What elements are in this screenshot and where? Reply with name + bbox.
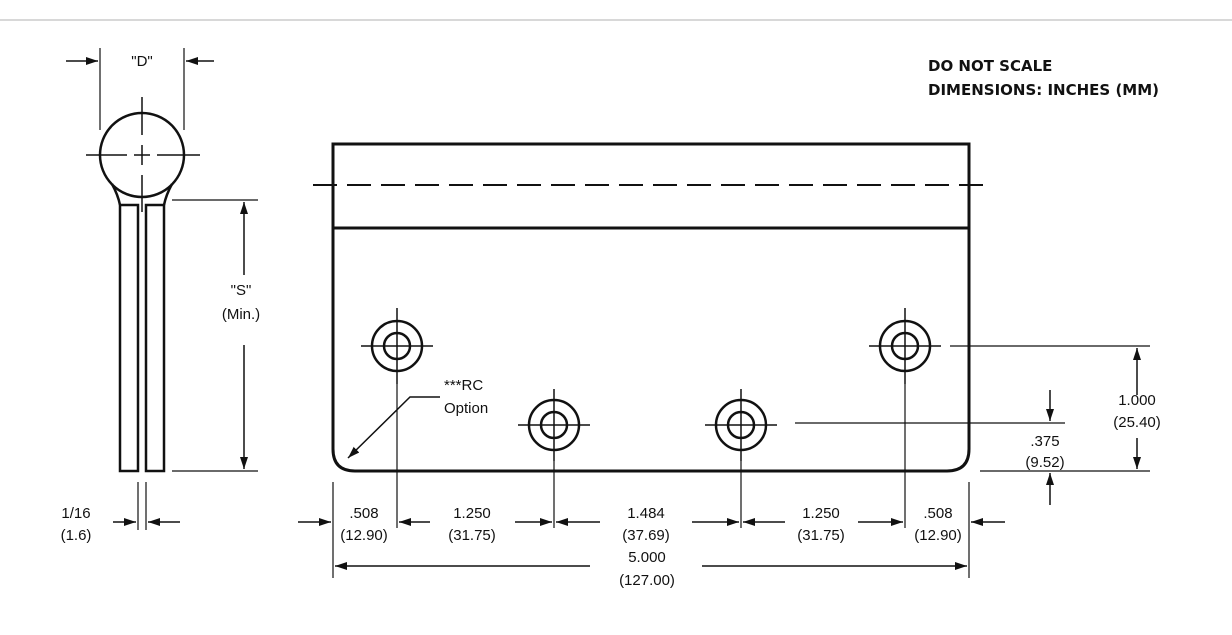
thickness-inch: 1/16 — [61, 505, 90, 522]
height-mm: (25.40) — [1113, 414, 1161, 431]
dim1-mm: (31.75) — [448, 527, 496, 544]
neck-right — [162, 183, 174, 206]
mounting-hole-2 — [518, 389, 590, 461]
front-view: ***RC Option 1.000 (25.40) .375 (9.52) .… — [298, 142, 1161, 589]
rc-option-sublabel: Option — [444, 400, 488, 417]
plate-outline — [331, 142, 971, 473]
overall-mm: (127.00) — [619, 572, 675, 589]
height-inch: 1.000 — [1118, 392, 1156, 409]
dim2-mm: (37.69) — [622, 527, 670, 544]
note-dimensions-units: DIMENSIONS: INCHES (MM) — [928, 81, 1159, 99]
overall-inch: 5.000 — [628, 549, 666, 566]
dim3-mm: (31.75) — [797, 527, 845, 544]
leg-left — [118, 203, 140, 473]
slot-label: "S" — [231, 282, 252, 299]
offset-inch: .375 — [1030, 433, 1059, 450]
dim4-inch: .508 — [923, 505, 952, 522]
mounting-hole-4 — [869, 308, 941, 384]
rc-leader — [347, 396, 440, 459]
dim3-inch: 1.250 — [802, 505, 840, 522]
dim4-mm: (12.90) — [914, 527, 962, 544]
note-do-not-scale: DO NOT SCALE — [928, 57, 1052, 75]
side-view: "D" "S" (Min.) 1/16 (1.6) — [61, 48, 260, 544]
mounting-hole-1 — [361, 308, 433, 384]
dim0-inch: .508 — [349, 505, 378, 522]
offset-mm: (9.52) — [1025, 454, 1064, 471]
dim2-inch: 1.484 — [627, 505, 665, 522]
leg-right — [144, 203, 166, 473]
mounting-hole-3 — [705, 389, 777, 461]
dim0-mm: (12.90) — [340, 527, 388, 544]
neck-left — [110, 183, 122, 206]
rc-option-label: ***RC — [444, 377, 483, 394]
dim1-inch: 1.250 — [453, 505, 491, 522]
diameter-label: "D" — [131, 53, 152, 70]
slot-sublabel: (Min.) — [222, 306, 260, 323]
thickness-mm: (1.6) — [61, 527, 92, 544]
